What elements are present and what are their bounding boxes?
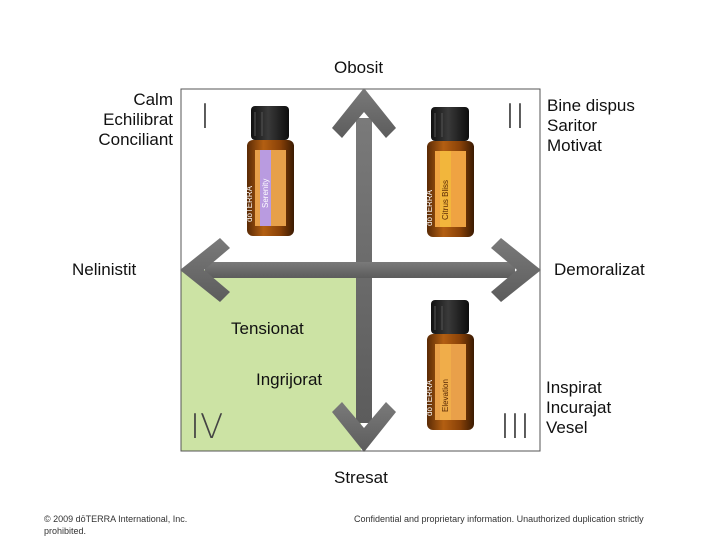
footer-confidential: Confidential and proprietary information… (354, 514, 644, 524)
descriptor-vesel: Vesel (546, 418, 588, 437)
serenity-bottle: dōTERRA Serenity (245, 106, 294, 236)
serenity-brand-text: dōTERRA (245, 185, 254, 222)
elevation-name-text: Elevation (441, 379, 450, 412)
elevation-bottle: dōTERRA Elevation (425, 300, 474, 430)
quadrant-iv-highlight (181, 270, 361, 451)
descriptor-bine-dispus: Bine dispus (547, 96, 635, 115)
bottom-right-descriptors: Inspirat Incurajat Vesel (546, 378, 611, 438)
top-right-descriptors: Bine dispus Saritor Motivat (547, 96, 635, 156)
label-right: Demoralizat (554, 260, 645, 279)
descriptor-echilibrat: Echilibrat (103, 110, 173, 129)
elevation-brand-text: dōTERRA (425, 379, 434, 416)
citrus-brand-text: dōTERRA (425, 189, 434, 226)
top-left-descriptors: Calm Echilibrat Conciliant (60, 90, 173, 150)
quadrant-iv-numeral: IV (190, 407, 224, 447)
descriptor-inspirat: Inspirat (546, 378, 602, 397)
descriptor-conciliant: Conciliant (98, 130, 173, 149)
descriptor-calm: Calm (133, 90, 173, 109)
quadrant-i-numeral: I (200, 97, 211, 137)
horizontal-arrow (180, 238, 541, 302)
quadrant-iii-numeral: III (500, 407, 531, 447)
descriptor-saritor: Saritor (547, 116, 598, 135)
label-tensionat: Tensionat (231, 319, 304, 338)
serenity-name-text: Serenity (261, 179, 270, 208)
quadrant-ii-numeral: II (505, 97, 526, 137)
citrus-name-text: Citrus Bliss (441, 180, 450, 220)
label-top: Obosit (334, 58, 384, 77)
descriptor-motivat: Motivat (547, 136, 602, 155)
label-bottom: Stresat (334, 468, 388, 487)
footer-copyright: © 2009 dōTERRA International, Inc. prohi… (44, 514, 188, 536)
label-left: Nelinistit (72, 260, 137, 279)
label-ingrijorat: Ingrijorat (256, 370, 323, 389)
citrus-bliss-bottle: dōTERRA Citrus Bliss (425, 107, 474, 237)
descriptor-incurajat: Incurajat (546, 398, 612, 417)
